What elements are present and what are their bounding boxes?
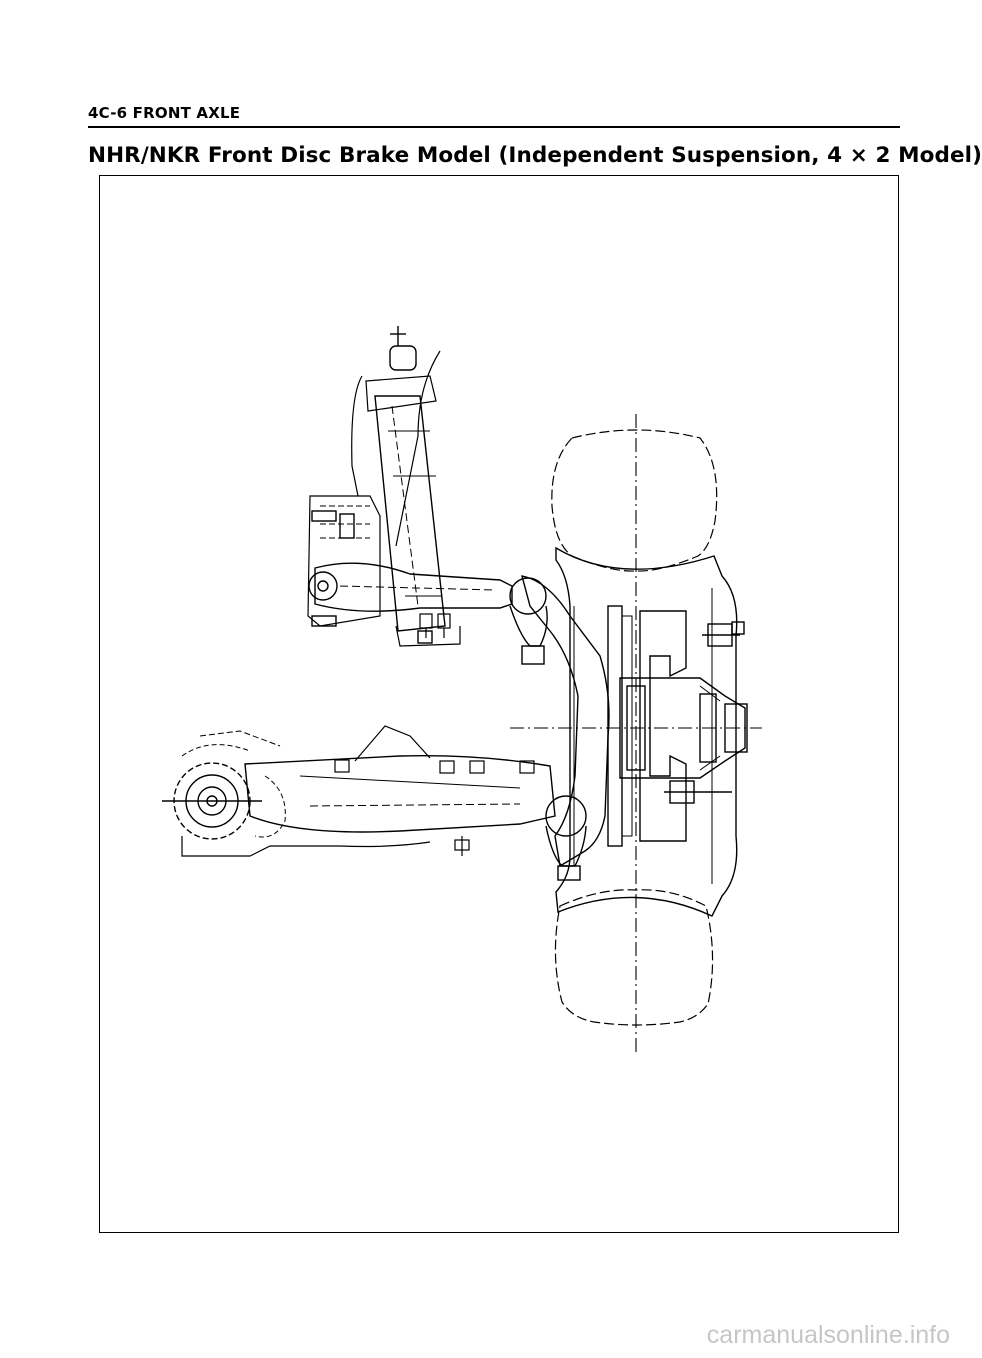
shock-absorber-body <box>374 395 446 632</box>
wheel-hub <box>619 677 746 779</box>
lower-arm-pivot-bushing <box>162 744 286 840</box>
outer-bearing <box>699 693 717 763</box>
front-suspension-drawing <box>162 326 762 1054</box>
figure-title: NHR/NKR Front Disc Brake Model (Independ… <box>88 143 982 168</box>
lower-arm-bracket <box>354 725 431 762</box>
upper-arm-pivot <box>308 571 338 601</box>
shock-top-mount <box>389 326 417 371</box>
tire-lower <box>554 889 714 1026</box>
steering-knuckle <box>521 575 610 868</box>
header-rule <box>88 126 900 128</box>
crossmember-bracket <box>181 836 431 857</box>
wheel-rim <box>555 546 738 917</box>
hub-cap <box>724 703 748 753</box>
lower-ball-joint <box>545 795 587 837</box>
inner-bearing <box>626 685 646 771</box>
wheel-stud-lower <box>664 780 732 804</box>
watermark: carmanualsonline.info <box>706 1321 950 1349</box>
upper-ball-joint <box>509 577 547 615</box>
brake-caliper <box>639 610 687 842</box>
tire-upper <box>551 429 718 572</box>
lower-arm-bolts <box>334 759 535 856</box>
shock-absorber-cover <box>365 375 437 412</box>
upper-control-arm <box>314 562 513 612</box>
wheel-stud-upper <box>702 621 745 647</box>
lower-control-arm <box>244 755 556 833</box>
page-header: 4C-6 FRONT AXLE <box>88 104 241 122</box>
upper-arm-bracket <box>307 495 381 627</box>
figure-frame <box>99 175 899 1233</box>
